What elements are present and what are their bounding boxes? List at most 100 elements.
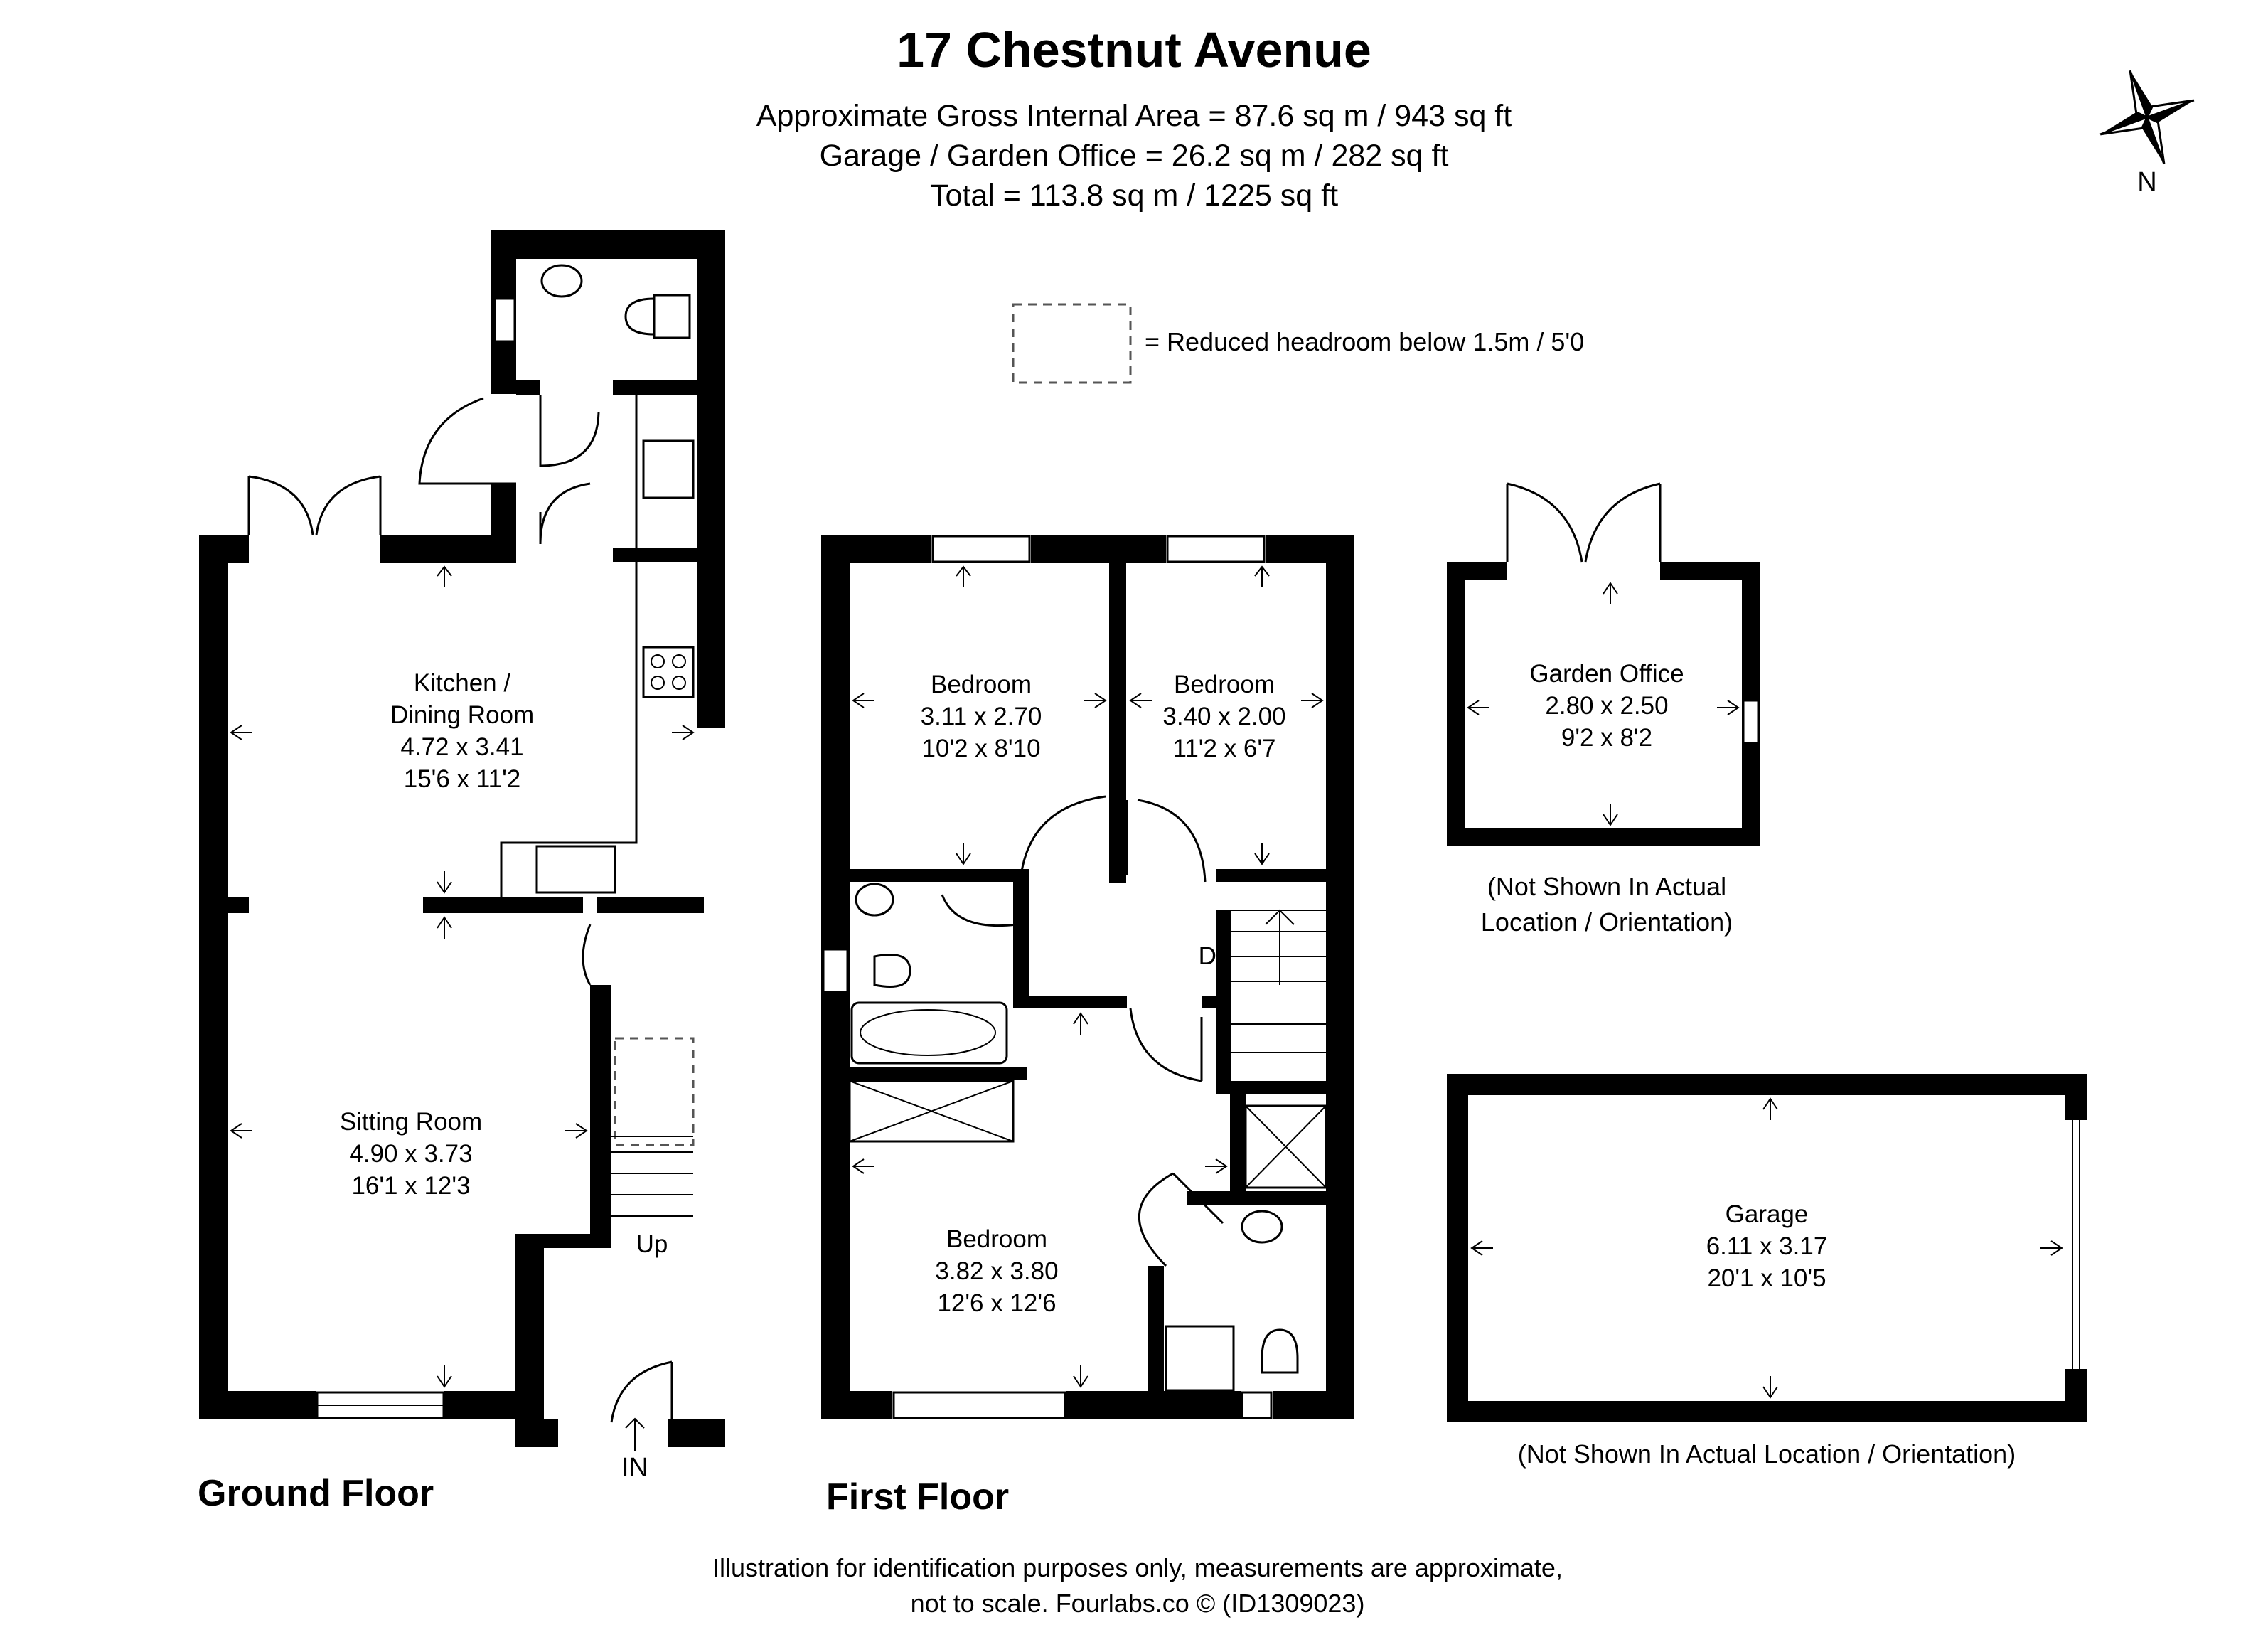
wall	[1216, 910, 1231, 1092]
window	[1166, 535, 1266, 563]
wall	[850, 1067, 1027, 1080]
dimension-arrow-icon	[437, 565, 452, 587]
dimension-arrow-icon	[1762, 1376, 1778, 1399]
area-garage: Garage / Garden Office = 26.2 sq m / 282…	[819, 139, 1449, 173]
sink-icon	[642, 439, 695, 499]
dimension-arrow-icon	[2040, 1240, 2063, 1256]
french-doors	[1506, 482, 1662, 563]
wall	[2065, 1074, 2087, 1120]
wall	[668, 1419, 725, 1447]
reduced-headroom-zone	[614, 1037, 695, 1146]
wall	[380, 535, 516, 563]
wall	[1273, 1391, 1354, 1419]
basin-icon	[855, 883, 894, 917]
dimension-arrow-icon	[852, 693, 874, 708]
compass-north-label: N	[2137, 167, 2157, 197]
dimension-arrow-icon	[437, 871, 452, 894]
hob-icon	[642, 646, 695, 698]
dimension-arrow-icon	[672, 725, 695, 740]
footer-disclaimer-line2: not to scale. Fourlabs.co © (ID1309023)	[910, 1589, 1365, 1618]
first-floor-plan	[821, 535, 1354, 1419]
wall	[850, 869, 1020, 882]
dimension-arrow-icon	[1762, 1097, 1778, 1120]
wall	[1447, 1074, 2087, 1095]
entrance-arrow-icon	[625, 1417, 645, 1451]
page-title: 17 Chestnut Avenue	[897, 22, 1371, 78]
dimension-arrow-icon	[1301, 693, 1324, 708]
door-swing	[418, 395, 600, 545]
stairs-up-label: Up	[636, 1230, 668, 1258]
window	[1241, 1391, 1273, 1419]
room-label-bedroom-1: Bedroom 3.11 x 2.70 10'2 x 8'10	[920, 671, 1042, 762]
staircase	[1231, 909, 1326, 1053]
area-total: Total = 113.8 sq m / 1225 sq ft	[929, 178, 1339, 213]
sink-icon	[535, 845, 616, 894]
dimension-arrow-icon	[1470, 1240, 1493, 1256]
wall	[228, 897, 249, 913]
basin-icon	[1241, 1210, 1283, 1244]
wall	[1447, 828, 1760, 846]
wall	[1187, 1191, 1326, 1205]
room-label-bedroom-2: Bedroom 3.40 x 2.00 11'2 x 6'7	[1162, 671, 1286, 762]
dimension-arrow-icon	[1467, 700, 1489, 715]
window	[493, 297, 516, 343]
dimension-arrow-icon	[1254, 565, 1270, 587]
window	[822, 948, 849, 993]
wall	[199, 1391, 316, 1419]
door-swing	[582, 924, 592, 986]
dimension-arrow-icon	[956, 565, 971, 587]
footer-disclaimer-line1: Illustration for identification purposes…	[712, 1553, 1563, 1582]
dimension-arrow-icon	[1603, 582, 1618, 604]
garden-office-note: (Not Shown In Actual Location / Orientat…	[1480, 872, 1733, 937]
wall	[613, 548, 697, 562]
window	[931, 535, 1031, 563]
wall	[1031, 535, 1166, 563]
wall	[1148, 1266, 1164, 1394]
wall	[1216, 1081, 1326, 1094]
wall	[515, 1234, 611, 1248]
dimension-arrow-icon	[437, 916, 452, 939]
wardrobe	[848, 1080, 1015, 1143]
wall	[821, 1391, 892, 1419]
wall	[1447, 562, 1465, 846]
bath-icon	[850, 1001, 1008, 1065]
kitchen-counter	[500, 395, 638, 897]
dimension-arrow-icon	[1717, 700, 1740, 715]
dimension-arrow-icon	[1084, 693, 1107, 708]
wall	[491, 230, 725, 259]
window	[892, 1391, 1066, 1419]
wall	[1447, 1074, 1468, 1422]
wall	[1013, 869, 1029, 1008]
toilet-icon	[873, 954, 911, 988]
dimension-arrow-icon	[437, 1365, 452, 1388]
reduced-headroom-legend-swatch	[1012, 303, 1132, 384]
wall	[515, 1234, 544, 1447]
wall	[1326, 535, 1354, 1419]
wall	[613, 380, 697, 395]
wall	[821, 535, 931, 563]
dimension-arrow-icon	[230, 1123, 252, 1139]
wall	[1013, 996, 1127, 1008]
room-label-garden-office: Garden Office 2.80 x 2.50 9'2 x 8'2	[1529, 660, 1684, 752]
wall	[590, 985, 611, 1248]
cupboard	[1244, 1104, 1327, 1189]
dimension-arrow-icon	[1603, 804, 1618, 826]
dimension-arrow-icon	[956, 843, 971, 865]
north-compass-icon	[2099, 70, 2195, 165]
front-door	[610, 1360, 673, 1444]
room-label-sitting-room: Sitting Room 4.90 x 3.73 16'1 x 12'3	[339, 1108, 483, 1200]
wall	[1216, 869, 1326, 882]
dimension-arrow-icon	[1073, 1365, 1088, 1388]
dimension-arrow-icon	[1254, 843, 1270, 865]
stairs-down-label: Dn	[1198, 942, 1231, 970]
ground-floor-plan	[199, 230, 725, 1451]
garden-office-plan	[1447, 482, 1760, 846]
dimension-arrow-icon	[852, 1158, 874, 1174]
wall	[423, 897, 583, 913]
toilet-icon	[624, 297, 656, 336]
wall	[697, 230, 725, 728]
legend-text: = Reduced headroom below 1.5m / 5'0	[1145, 327, 1585, 356]
garage-door	[2072, 1120, 2080, 1369]
window	[1742, 699, 1760, 745]
